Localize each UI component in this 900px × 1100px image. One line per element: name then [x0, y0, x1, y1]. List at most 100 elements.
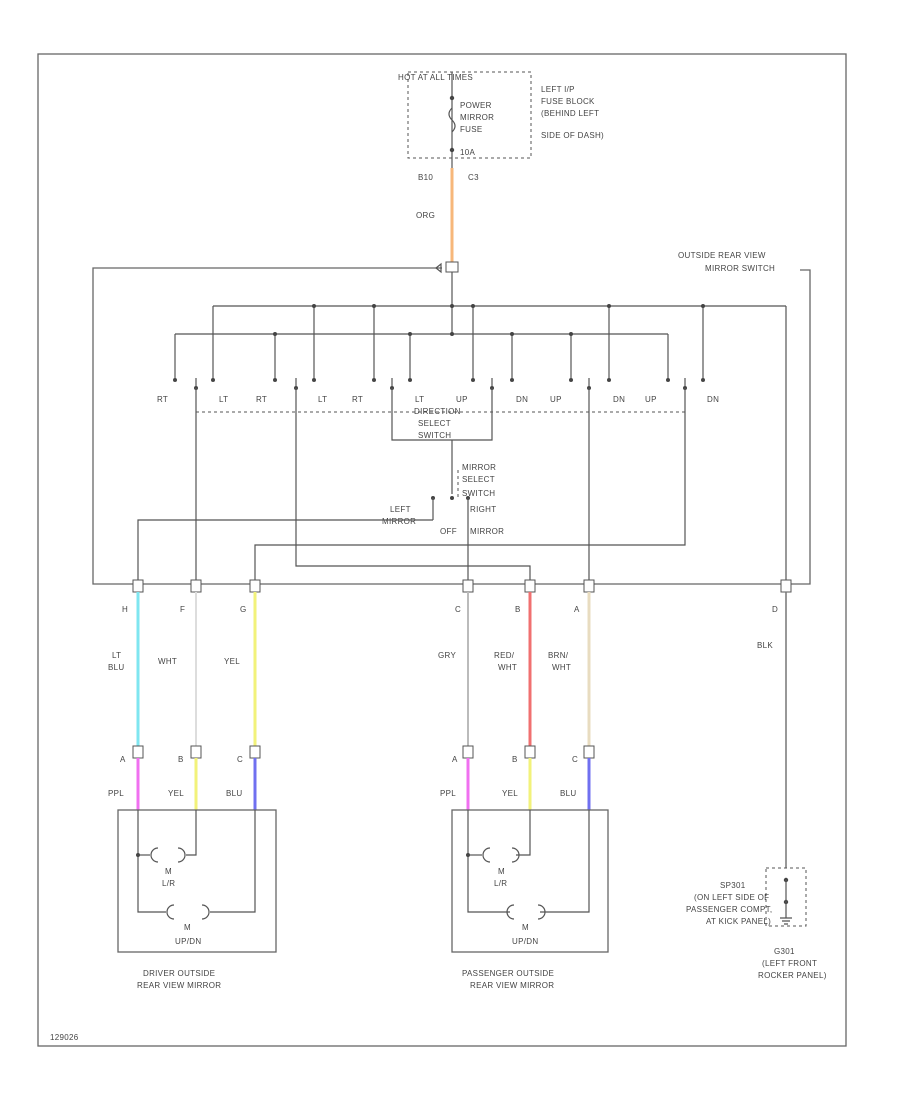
passenger-mirror-label-1: REAR VIEW MIRROR — [470, 981, 554, 990]
direction-select-1: SELECT — [418, 419, 451, 428]
driver-pin-a: A — [120, 755, 126, 764]
fuse-label-0: POWER — [460, 101, 492, 110]
splice-label-3: AT KICK PANEL) — [706, 917, 771, 926]
splice-label-1: (ON LEFT SIDE OF — [694, 893, 769, 902]
ground-splice: SP301 (ON LEFT SIDE OF PASSENGER COMPT, … — [686, 867, 827, 980]
fuse-location-1: FUSE BLOCK — [541, 97, 595, 106]
wire-label-wht: WHT — [158, 657, 177, 666]
contact-label-0: RT — [157, 395, 168, 404]
direction-select-2: SWITCH — [418, 431, 451, 440]
left-mirror-1: MIRROR — [382, 517, 416, 526]
fuse-label-1: MIRROR — [460, 113, 494, 122]
contact-label-10: UP — [645, 395, 657, 404]
driver-updn-motor-icon — [166, 904, 210, 920]
wire-label-red: RED/ — [494, 651, 515, 660]
driver-mirror-label-0: DRIVER OUTSIDE — [143, 969, 215, 978]
fuse-top-dot — [449, 95, 455, 101]
switch-outline — [92, 267, 811, 585]
route-left-mirror — [137, 519, 433, 584]
contact-label-7: DN — [516, 395, 528, 404]
wire-label-gry: GRY — [438, 651, 456, 660]
driver-wire-label-blu: BLU — [226, 789, 242, 798]
right-mirror-1: MIRROR — [470, 527, 504, 536]
route-lt-to-b — [295, 388, 531, 584]
mirror-off: OFF — [440, 527, 457, 536]
wire-label-brn-wht: WHT — [552, 663, 571, 672]
passenger-wire-label-blu: BLU — [560, 789, 576, 798]
figure-id: 129026 — [50, 1033, 79, 1042]
fuse-label-2: FUSE — [460, 125, 483, 134]
switch-title-0: OUTSIDE REAR VIEW — [678, 251, 766, 260]
wire-label-blk: BLK — [757, 641, 773, 650]
mirror-select-1: SELECT — [462, 475, 495, 484]
passenger-pin-b: B — [512, 755, 518, 764]
contact-label-8: UP — [550, 395, 562, 404]
bus-drops — [273, 304, 705, 378]
wire-label-lt: LT — [112, 651, 121, 660]
driver-wire-label-yel: YEL — [168, 789, 184, 798]
contact-label-1: LT — [219, 395, 228, 404]
driver-wire-label-ppl: PPL — [108, 789, 124, 798]
contact-pairs — [173, 378, 705, 390]
passenger-updn-motor-icon — [506, 904, 546, 920]
pin-b: B — [515, 605, 521, 614]
fuse-location-2: (BEHIND LEFT — [541, 109, 599, 118]
fuse-block-outline — [407, 71, 532, 159]
fuse-pin: B10 — [418, 173, 433, 182]
driver-mirror: A B C PPL YEL BLU M L/R M UP/DN DRIVER O… — [108, 745, 277, 990]
driver-mirror-box — [117, 809, 277, 953]
fuse-bottom-dot — [449, 147, 455, 153]
passenger-lr-motor-icon — [482, 847, 520, 863]
contact-label-11: DN — [707, 395, 719, 404]
wire-label-blu: BLU — [108, 663, 124, 672]
mirror-select-0: MIRROR — [462, 463, 496, 472]
switch-input-connector — [445, 261, 459, 273]
pin-f: F — [180, 605, 185, 614]
driver-updn-motor-symbol: M — [184, 923, 191, 932]
passenger-mirror-label-0: PASSENGER OUTSIDE — [462, 969, 554, 978]
passenger-wire-label-yel: YEL — [502, 789, 518, 798]
contact-label-6: UP — [456, 395, 468, 404]
fuse-label-3: 10A — [460, 148, 475, 157]
passenger-lr-label: L/R — [494, 879, 507, 888]
passenger-mirror: A B C PPL YEL BLU M L/R M UP/DN PASSENGE… — [440, 745, 609, 990]
splice-outline — [765, 867, 807, 927]
driver-mirror-label-1: REAR VIEW MIRROR — [137, 981, 221, 990]
fuse-location-3: SIDE OF DASH) — [541, 131, 604, 140]
contact-label-5: LT — [415, 395, 424, 404]
ground-label-2: ROCKER PANEL) — [758, 971, 827, 980]
driver-lr-motor-icon — [150, 847, 186, 863]
contact-label-4: RT — [352, 395, 363, 404]
contact-label-9: DN — [613, 395, 625, 404]
passenger-pin-a: A — [452, 755, 458, 764]
contact-label-3: LT — [318, 395, 327, 404]
ground-label-0: G301 — [774, 947, 795, 956]
fuse-location-0: LEFT I/P — [541, 85, 575, 94]
pin-g: G — [240, 605, 247, 614]
wire-label-brn: BRN/ — [548, 651, 569, 660]
passenger-updn-label: UP/DN — [512, 937, 538, 946]
fuse-header: HOT AT ALL TIMES — [398, 73, 473, 82]
pin-d: D — [772, 605, 778, 614]
passenger-pin-c: C — [572, 755, 578, 764]
left-mirror-0: LEFT — [390, 505, 411, 514]
right-mirror-0: RIGHT — [470, 505, 496, 514]
driver-pin-c: C — [237, 755, 243, 764]
switch-title-1: MIRROR SWITCH — [705, 264, 775, 273]
mirror-switch: OUTSIDE REAR VIEW MIRROR SWITCH — [92, 251, 811, 585]
fuse-icon — [448, 107, 456, 133]
contact-label-2: RT — [256, 395, 267, 404]
output-pins: H F G C B A D LT BLU WHT YEL GRY RED/ WH… — [108, 579, 792, 868]
splice-label-2: PASSENGER COMPT, — [686, 905, 772, 914]
passenger-updn-motor-symbol: M — [522, 923, 529, 932]
direction-select-bracket — [391, 388, 493, 441]
pin-h: H — [122, 605, 128, 614]
ground-icon — [780, 917, 792, 925]
passenger-wire-label-ppl: PPL — [440, 789, 456, 798]
wire-label-red-wht: WHT — [498, 663, 517, 672]
driver-pin-b: B — [178, 755, 184, 764]
passenger-lr-motor-symbol: M — [498, 867, 505, 876]
fuse-block: HOT AT ALL TIMES POWER MIRROR FUSE 10A L… — [398, 71, 604, 220]
route-dn-to-g — [254, 388, 686, 584]
